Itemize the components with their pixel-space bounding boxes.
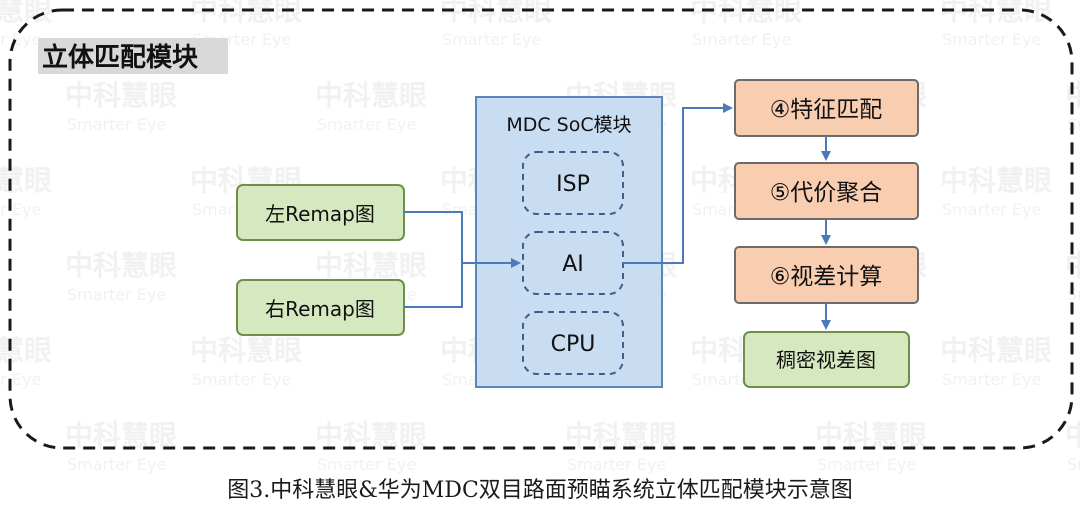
watermark-cn: 中科慧眼: [190, 334, 302, 367]
watermark-cn: 中科慧眼: [565, 419, 677, 452]
module-frame: [8, 8, 1074, 450]
soc-unit-ai: AI: [522, 231, 624, 295]
step-cost-aggregation: ⑤代价聚合: [734, 162, 919, 220]
soc-unit-label: AI: [562, 252, 584, 277]
watermark-cn: 中科慧眼: [1065, 79, 1080, 112]
step-feature-matching: ④特征匹配: [734, 79, 919, 137]
figure-caption: 图3.中科慧眼&华为MDC双目路面预瞄系统立体匹配模块示意图: [227, 478, 853, 503]
output-label: 稠密视差图: [776, 348, 876, 372]
watermark-cn: 中科慧眼: [65, 249, 177, 282]
connector-right-input: [404, 263, 463, 308]
step-disparity-computation: ⑥视差计算: [734, 246, 919, 304]
watermark-en: Smarter Eye: [442, 30, 541, 49]
module-title-bg: [38, 38, 228, 74]
input-box-left: 左Remap图: [236, 184, 405, 241]
watermark-cn: 中科慧眼: [0, 164, 52, 197]
watermark-cn: 中科慧眼: [65, 79, 177, 112]
watermark-en: Smarter Eye: [67, 455, 166, 474]
watermark-en: Smarter Eye: [317, 455, 416, 474]
soc-unit-isp: ISP: [522, 151, 624, 215]
watermark-cn: 中科慧眼: [940, 164, 1052, 197]
watermark-en: Smarter Eye: [817, 455, 916, 474]
watermark-en: Smarter Eye: [692, 30, 791, 49]
watermark-en: Smarter Eye: [317, 115, 416, 134]
watermark-cn: 中科慧眼: [0, 334, 52, 367]
connector-left-input: [404, 211, 463, 263]
watermark-cn: 中科慧眼: [1065, 419, 1080, 452]
watermark-en: Smarter Eye: [67, 285, 166, 304]
watermark-en: Smarter Eye: [942, 200, 1041, 219]
watermark-cn: 中科慧眼: [940, 334, 1052, 367]
watermark-en: Smarter Eye: [942, 30, 1041, 49]
watermark-cn: 中科慧眼: [65, 419, 177, 452]
watermark-en: Smarter Eye: [0, 200, 41, 219]
watermark-en: Smarter Eye: [192, 370, 291, 389]
watermark-cn: 中科慧眼: [315, 79, 427, 112]
input-label: 右Remap图: [265, 297, 375, 321]
watermark-en: Smarter Eye: [1067, 455, 1080, 474]
watermark-en: Smarter Eye: [567, 455, 666, 474]
input-box-right: 右Remap图: [236, 279, 405, 336]
step-label: ④特征匹配: [770, 97, 883, 123]
step-label: ⑤代价聚合: [770, 180, 883, 206]
module-title: 立体匹配模块: [42, 42, 198, 73]
soc-unit-label: ISP: [556, 172, 590, 197]
watermark-en: Smarter Eye: [942, 370, 1041, 389]
watermark-cn: 中科慧眼: [440, 0, 552, 27]
step-label: ⑥视差计算: [770, 264, 883, 290]
soc-unit-label: CPU: [551, 332, 596, 357]
watermark-en: Smarter Eye: [1067, 285, 1080, 304]
watermark-en: Smarter Eye: [0, 30, 41, 49]
arrow-ai-to-matching: [623, 103, 733, 264]
soc-unit-cpu: CPU: [522, 311, 624, 375]
watermark-cn: 中科慧眼: [690, 0, 802, 27]
watermark-en: Smarter Eye: [67, 115, 166, 134]
watermark-cn: 中科慧眼: [940, 0, 1052, 27]
output-dense-disparity: 稠密视差图: [743, 331, 910, 388]
input-label: 左Remap图: [265, 202, 375, 226]
watermark-cn: 中科慧眼: [190, 0, 302, 27]
soc-title: MDC SoC模块: [506, 114, 631, 136]
watermark-en: Smarter Eye: [0, 370, 41, 389]
watermark-cn: 中科慧眼: [315, 249, 427, 282]
